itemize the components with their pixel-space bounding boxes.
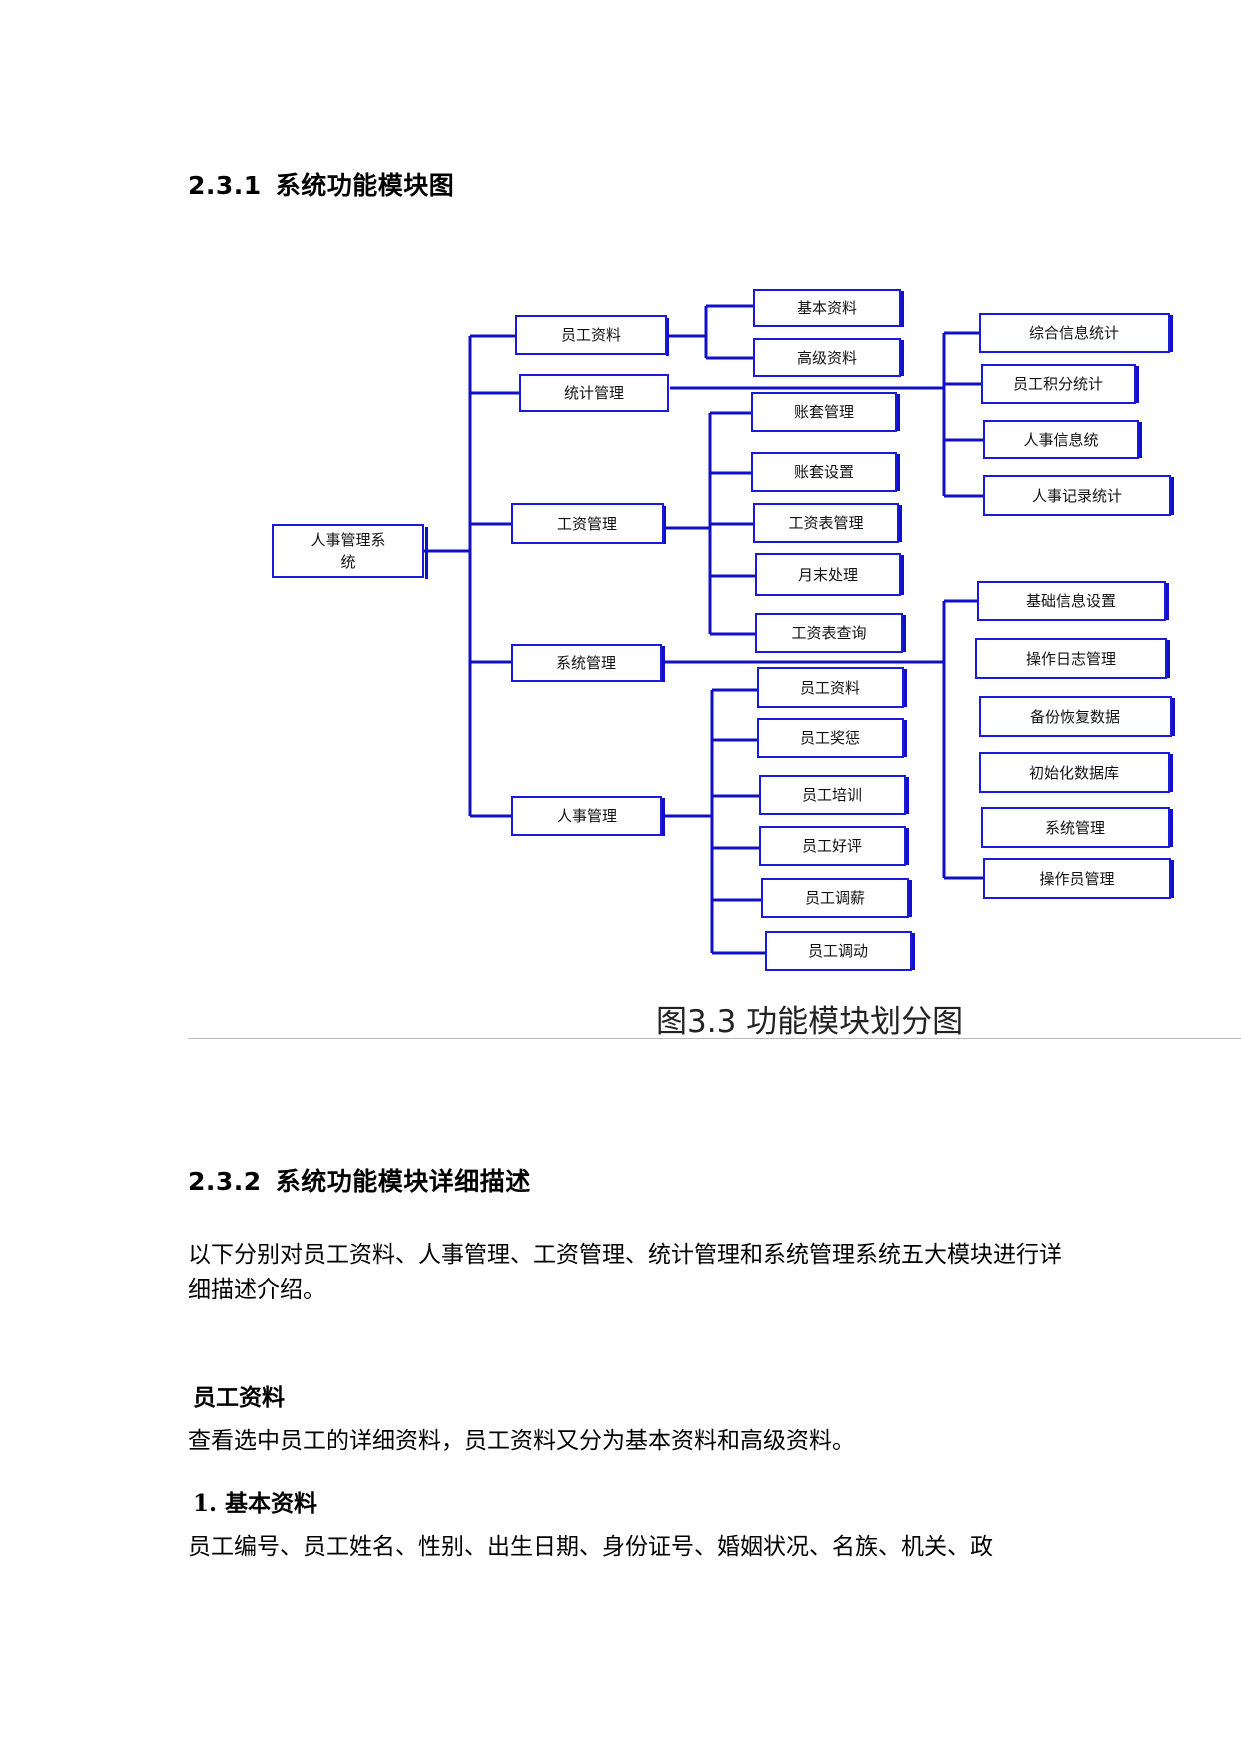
- node-module-salary-label: 工资管理: [557, 515, 617, 533]
- node-salary-month-end-label: 月末处理: [798, 566, 858, 584]
- node-root-label-line2: 统: [340, 553, 355, 571]
- node-stats-hr-records: 人事记录统计: [983, 475, 1174, 516]
- node-hr-reward: 员工奖惩: [757, 718, 907, 758]
- node-salary-sheet-label: 工资表管理: [788, 514, 863, 532]
- node-module-staff-label: 员工资料: [561, 326, 621, 344]
- node-staff-advanced-label: 高级资料: [797, 349, 857, 367]
- node-hr-training: 员工培训: [759, 775, 909, 815]
- diagram-connectors: [424, 304, 984, 955]
- node-salary-account-settings-label: 账套设置: [794, 463, 854, 481]
- node-hr-training-label: 员工培训: [802, 786, 862, 804]
- node-hr-transfer: 员工调动: [765, 931, 915, 971]
- node-system-log: 操作日志管理: [975, 638, 1170, 679]
- node-stats-hr-info: 人事信息统: [983, 420, 1142, 459]
- node-salary-query-label: 工资表查询: [791, 624, 866, 642]
- node-root: 人事管理系 统: [272, 524, 428, 579]
- subsection-title-staff: 员工资料: [193, 1384, 285, 1411]
- section-number: 2.3.2: [188, 1167, 262, 1196]
- node-staff-basic-label: 基本资料: [797, 299, 857, 317]
- node-stats-composite: 综合信息统计: [979, 313, 1173, 353]
- node-system-backup: 备份恢复数据: [979, 696, 1175, 737]
- figure-divider: [188, 1038, 1241, 1039]
- node-root-label-line1: 人事管理系: [310, 531, 385, 549]
- node-stats-points: 员工积分统计: [981, 364, 1139, 404]
- section-title: 系统功能模块详细描述: [275, 1167, 531, 1196]
- node-hr-salary-adjust: 员工调薪: [761, 878, 912, 918]
- section-heading-2-3-2: 2.3.2 系统功能模块详细描述: [188, 1162, 531, 1198]
- node-system-log-label: 操作日志管理: [1026, 650, 1116, 668]
- node-system-init-db: 初始化数据库: [979, 752, 1173, 793]
- node-system-operators-label: 操作员管理: [1039, 870, 1114, 888]
- node-staff-basic: 基本资料: [753, 289, 904, 327]
- node-system-management-label: 系统管理: [1045, 819, 1105, 837]
- node-system-basic-info-label: 基础信息设置: [1026, 592, 1116, 610]
- node-module-stats: 统计管理: [519, 374, 669, 412]
- node-hr-salary-adjust-label: 员工调薪: [805, 889, 865, 907]
- node-stats-points-label: 员工积分统计: [1013, 375, 1103, 393]
- node-module-stats-label: 统计管理: [564, 384, 624, 402]
- node-module-hr: 人事管理: [511, 796, 665, 836]
- node-module-system: 系统管理: [511, 644, 665, 682]
- node-salary-month-end: 月末处理: [755, 553, 904, 596]
- figure-caption: 图3.3 功能模块划分图: [656, 1004, 964, 1040]
- node-salary-query: 工资表查询: [755, 613, 906, 653]
- staff-paragraph: 查看选中员工的详细资料，员工资料又分为基本资料和高级资料。: [188, 1428, 855, 1454]
- node-salary-accounts-label: 账套管理: [794, 403, 854, 421]
- node-hr-praise-label: 员工好评: [802, 837, 862, 855]
- node-system-init-db-label: 初始化数据库: [1029, 764, 1119, 782]
- section-title: 系统功能模块图: [275, 171, 455, 200]
- node-module-system-label: 系统管理: [556, 654, 616, 672]
- node-salary-sheet: 工资表管理: [753, 503, 902, 543]
- node-hr-profile: 员工资料: [757, 667, 907, 708]
- node-module-salary: 工资管理: [511, 503, 666, 544]
- node-system-basic-info: 基础信息设置: [977, 581, 1169, 621]
- node-salary-account-settings: 账套设置: [751, 452, 900, 492]
- node-system-backup-label: 备份恢复数据: [1030, 708, 1120, 726]
- intro-paragraph: 以下分别对员工资料、人事管理、工资管理、统计管理和系统管理系统五大模块进行详细描…: [188, 1242, 1062, 1303]
- node-module-hr-label: 人事管理: [557, 807, 617, 825]
- section-heading-2-3-1: 2.3.1 系统功能模块图: [188, 166, 454, 202]
- node-system-operators: 操作员管理: [983, 858, 1174, 899]
- node-hr-praise: 员工好评: [759, 826, 909, 866]
- node-stats-hr-records-label: 人事记录统计: [1032, 487, 1122, 505]
- section-number: 2.3.1: [188, 171, 262, 200]
- subsection-title-basic: 1. 基本资料: [193, 1490, 318, 1517]
- node-system-management: 系统管理: [981, 807, 1173, 848]
- node-stats-composite-label: 综合信息统计: [1029, 324, 1119, 342]
- basic-paragraph: 员工编号、员工姓名、性别、出生日期、身份证号、婚姻状况、名族、机关、政: [188, 1534, 993, 1560]
- node-stats-hr-info-label: 人事信息统: [1023, 431, 1098, 449]
- node-hr-transfer-label: 员工调动: [808, 942, 868, 960]
- node-salary-accounts: 账套管理: [751, 392, 900, 432]
- node-hr-reward-label: 员工奖惩: [800, 729, 860, 747]
- node-hr-profile-label: 员工资料: [800, 679, 860, 697]
- module-diagram: 人事管理系 统 员工资料 统计管理 工资管理 系统管理 人事管理 基本资料 高级…: [272, 289, 1175, 971]
- node-staff-advanced: 高级资料: [753, 338, 904, 377]
- node-module-staff: 员工资料: [515, 315, 669, 356]
